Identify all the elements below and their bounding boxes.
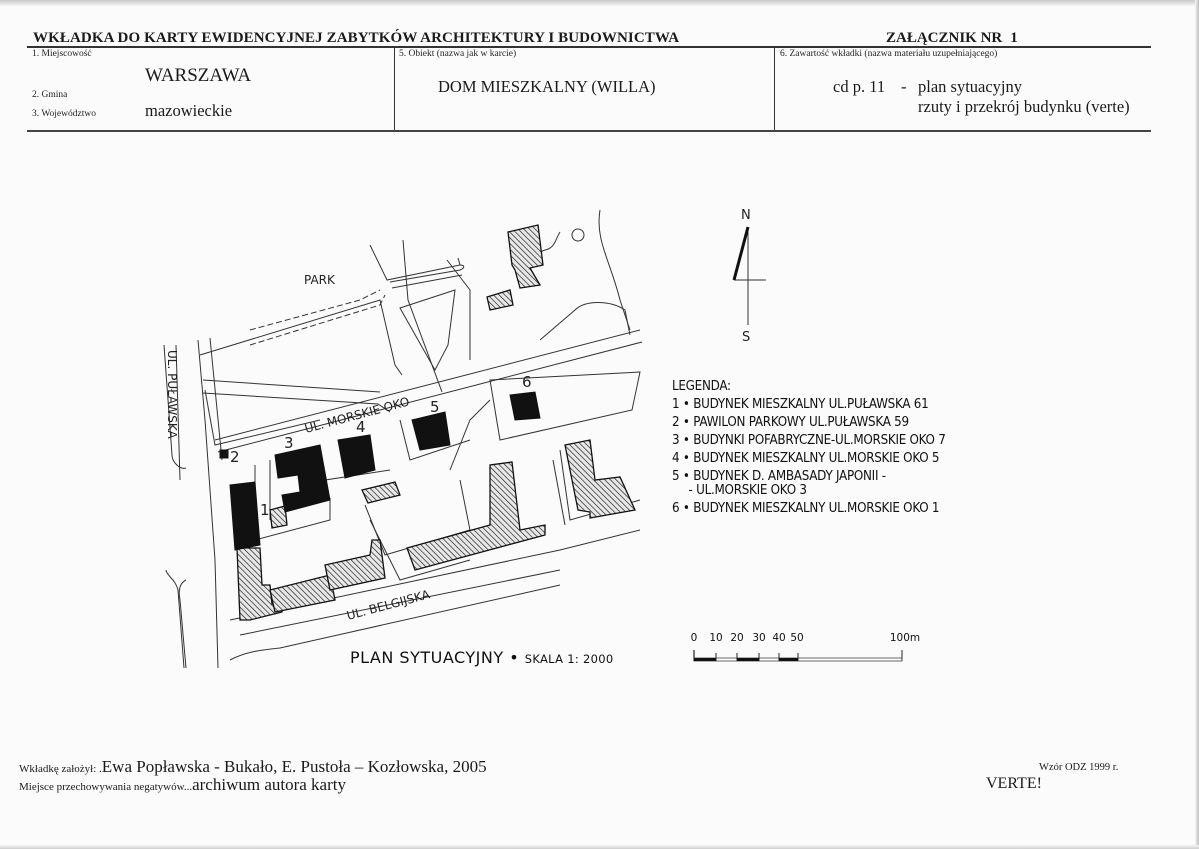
legend-item-number: 5: [672, 469, 680, 484]
header-form-table: 1. Miejscowość WARSZAWA 2. Gmina 3. Woje…: [27, 46, 1151, 132]
legend-item-number: 1: [672, 397, 680, 412]
legend-item-text: BUDYNKI POFABRYCZNE-UL.MORSKIE OKO 7: [693, 433, 946, 448]
street-label-pulawska: UL. PUŁAWSKA: [165, 350, 179, 440]
column-divider: [394, 48, 395, 130]
contents-ref: cd p. 11: [833, 77, 886, 96]
contents-line-2: rzuty i przekrój budynku (verte): [918, 97, 1130, 116]
legend-item-text: BUDYNEK MIESZKALNY UL.MORSKIE OKO 5: [693, 451, 940, 466]
building-number-2: 2: [230, 448, 240, 466]
legend-item: 5 • BUDYNEK D. AMBASADY JAPONII -: [672, 469, 886, 484]
site-plan-map: PARK UL. PUŁAWSKA UL. MORSKIE OKO UL. BE…: [163, 209, 643, 669]
scale-tick: 40: [772, 632, 786, 644]
document-title: WKŁADKA DO KARTY EWIDENCYJNEJ ZABYTKÓW A…: [33, 30, 680, 46]
plan-title-text: PLAN SYTUACYJNY: [350, 648, 504, 667]
north-label: N: [741, 208, 751, 223]
annex-label-text: ZAŁĄCZNIK NR: [886, 30, 1003, 46]
author-value: Ewa Popławska - Bukało, E. Pustoła – Koz…: [101, 757, 487, 776]
contents-dash: -: [901, 77, 907, 96]
building-number-6: 6: [522, 373, 532, 391]
legend-item-text: BUDYNEK MIESZKALNY UL.MORSKIE OKO 1: [693, 501, 940, 516]
annex-number: 1: [1010, 30, 1018, 46]
scale-tick: 100m: [889, 632, 921, 644]
commune-label: 2. Gmina: [32, 90, 68, 100]
legend-item-number: 3: [672, 433, 680, 448]
column-divider: [774, 48, 775, 130]
legend-item: 2 • PAWILON PARKOWY UL.PUŁAWSKA 59: [672, 415, 909, 430]
building-number-4: 4: [356, 418, 366, 436]
contents-line-1: plan sytuacyjny: [918, 77, 1023, 96]
legend-item: 1 • BUDYNEK MIESZKALNY UL.PUŁAWSKA 61: [672, 397, 929, 412]
author-label: Wkładkę założył: .: [19, 763, 102, 775]
legend-item: 6 • BUDYNEK MIESZKALNY UL.MORSKIE OKO 1: [672, 501, 940, 516]
legend-item-number: 2: [672, 415, 680, 430]
author-line: Wkładkę założył: .Ewa Popławska - Bukało…: [19, 757, 487, 777]
legend-item-number: 4: [672, 451, 680, 466]
scan-edge-bottom: [0, 845, 1199, 849]
legend: LEGENDA: 1 • BUDYNEK MIESZKALNY UL.PUŁAW…: [672, 378, 946, 518]
north-arrow: N S: [732, 208, 766, 345]
verte-note: VERTE!: [986, 775, 1042, 792]
legend-item-continuation: - UL.MORSKIE OKO 3: [688, 483, 807, 498]
legend-item-text: BUDYNEK D. AMBASADY JAPONII -: [693, 469, 886, 484]
negatives-label: Miejsce przechowywania negatywów...: [19, 781, 193, 793]
legend-item-text: PAWILON PARKOWY UL.PUŁAWSKA 59: [693, 415, 909, 430]
building-number-3: 3: [284, 434, 294, 452]
locality-label: 1. Miejscowość: [32, 49, 92, 59]
south-label: S: [742, 330, 750, 345]
park-label: PARK: [304, 273, 336, 287]
scale-tick: 50: [790, 632, 804, 644]
negatives-value: archiwum autora karty: [192, 775, 346, 794]
legend-item: 4 • BUDYNEK MIESZKALNY UL.MORSKIE OKO 5: [672, 451, 940, 466]
negatives-line: Miejsce przechowywania negatywów...archi…: [19, 775, 346, 795]
scan-edge-right: [1195, 0, 1199, 849]
plan-title: PLAN SYTUACYJNY • SKALA 1: 2000: [350, 648, 613, 667]
legend-title: LEGENDA:: [672, 379, 731, 394]
scale-tick: 10: [709, 632, 723, 644]
scan-edge-top: [0, 0, 1199, 6]
plan-bullet: •: [509, 648, 520, 667]
scale-tick: 30: [752, 632, 766, 644]
voivodeship-value: mazowieckie: [145, 101, 233, 120]
scale-tick: 0: [690, 632, 698, 644]
building-number-5: 5: [430, 398, 440, 416]
template-version: Wzór ODZ 1999 r.: [1039, 762, 1119, 773]
plan-scale: SKALA 1: 2000: [524, 652, 614, 666]
annex-label: ZAŁĄCZNIK NR 1: [886, 30, 1018, 47]
legend-item-number: 6: [672, 501, 680, 516]
scale-bar-graphic: [693, 650, 903, 662]
contents-label: 6. Zawartość wkładki (nazwa materiału uz…: [780, 49, 998, 59]
object-value: DOM MIESZKALNY (WILLA): [438, 77, 656, 96]
building-number-1: 1: [260, 501, 270, 519]
object-label: 5. Obiekt (nazwa jak w karcie): [399, 49, 517, 59]
locality-value: WARSZAWA: [145, 65, 252, 86]
scale-tick: 20: [730, 632, 744, 644]
legend-item-text: BUDYNEK MIESZKALNY UL.PUŁAWSKA 61: [693, 397, 929, 412]
voivodeship-label: 3. Województwo: [32, 109, 96, 119]
legend-item: 3 • BUDYNKI POFABRYCZNE-UL.MORSKIE OKO 7: [672, 433, 946, 448]
